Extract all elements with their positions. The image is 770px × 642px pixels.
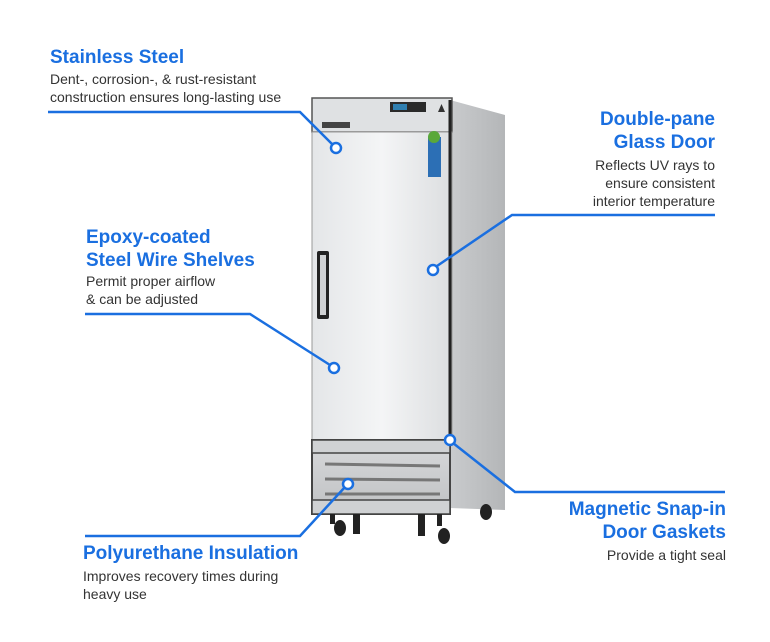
callout-desc: Dent-, corrosion-, & rust-resistant: [50, 71, 257, 87]
callout-desc: construction ensures long-lasting use: [50, 89, 282, 105]
marker-glass: [426, 263, 440, 277]
marker-insulation: [341, 477, 355, 491]
callout-insulation: Polyurethane Insulation Improves recover…: [83, 542, 298, 603]
leader-lines: [48, 110, 725, 538]
warning-icon: [438, 104, 445, 112]
control-panel: [390, 102, 426, 112]
marker-shelves: [327, 361, 341, 375]
leader-stainless: [48, 110, 334, 146]
callout-title: Stainless Steel: [50, 47, 185, 68]
fridge-door: [311, 131, 453, 441]
callout-desc: heavy use: [83, 586, 147, 602]
callout-markers: [327, 141, 457, 491]
fridge-side-panel: [450, 100, 505, 510]
leader-gaskets: [452, 442, 725, 494]
callout-title: Glass Door: [613, 132, 715, 153]
callout-title: Magnetic Snap-in: [568, 499, 726, 520]
callout-desc: interior temperature: [592, 193, 715, 209]
callout-desc: & can be adjusted: [86, 291, 199, 307]
callout-desc: ensure consistent: [605, 175, 715, 191]
leader-shelves: [85, 312, 331, 367]
callout-title: Epoxy-coated: [86, 227, 211, 248]
callout-gaskets: Magnetic Snap-in Door Gaskets Provide a …: [569, 498, 726, 564]
callout-desc: Permit proper airflow: [86, 273, 216, 289]
callout-title: Double-pane: [599, 109, 715, 130]
brand-badge: [322, 122, 350, 128]
callout-glass: Double-pane Glass Door Reflects UV rays …: [593, 108, 715, 210]
callout-desc: Provide a tight seal: [606, 547, 726, 563]
casters: [330, 504, 492, 544]
callout-title: Door Gaskets: [602, 522, 726, 543]
callout-title: Polyurethane Insulation: [83, 543, 299, 564]
callout-title: Steel Wire Shelves: [86, 250, 255, 271]
callout-desc: Improves recovery times during: [83, 568, 279, 584]
marker-gaskets: [443, 433, 457, 447]
callout-desc: Reflects UV rays to: [595, 157, 715, 173]
callout-shelves: Epoxy-coated Steel Wire Shelves Permit p…: [86, 226, 255, 308]
callout-stainless: Stainless Steel Dent-, corrosion-, & rus…: [50, 46, 281, 106]
leader-glass: [436, 213, 715, 268]
marker-stainless: [329, 141, 343, 155]
leader-insulation: [85, 486, 346, 538]
energy-label: [428, 137, 441, 177]
